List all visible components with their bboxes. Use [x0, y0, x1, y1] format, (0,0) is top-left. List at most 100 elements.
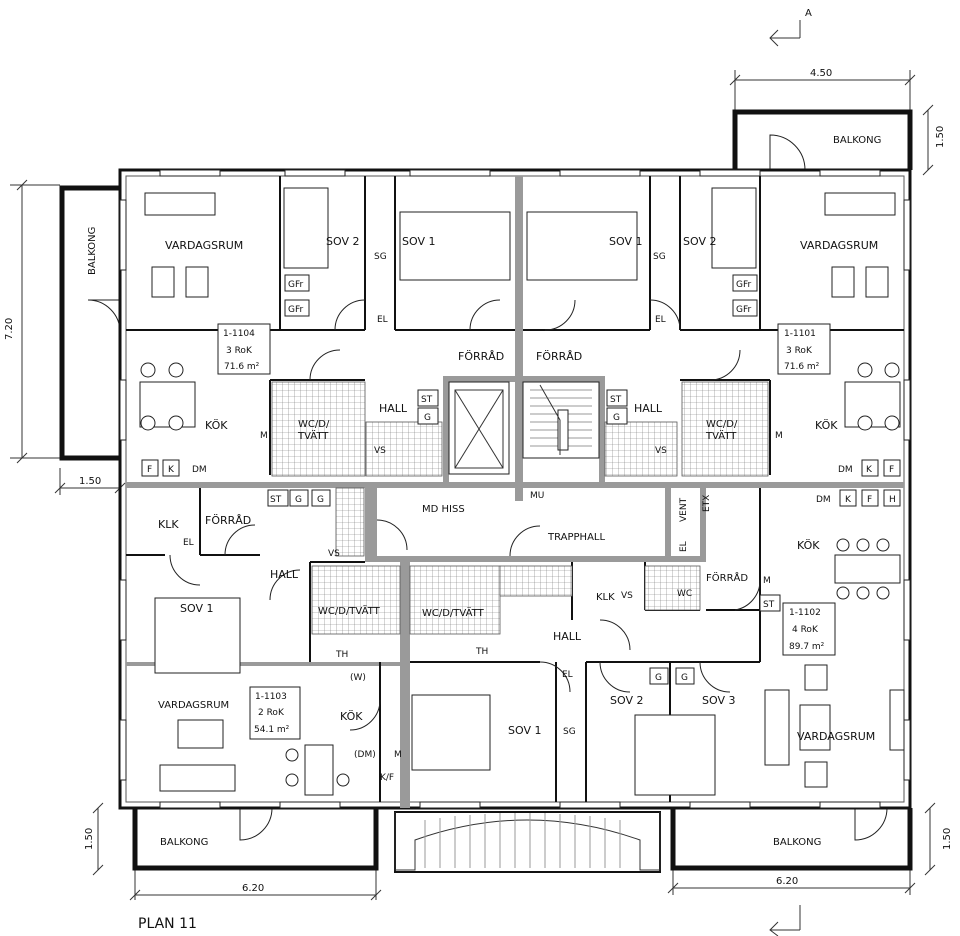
- fixture-labels: SG SG SG EL EL EL EL GFr GFr GFr GFr ST …: [141, 252, 901, 783]
- el-core: EL: [679, 541, 689, 552]
- kf-bl: K/F: [380, 773, 394, 783]
- room-sov1-tl: SOV 1: [402, 235, 435, 248]
- apt-1102-area: 89.7 m²: [789, 642, 825, 652]
- dimension-bottom-left-width: 6.20: [129, 870, 382, 901]
- gfr-tr-1: GFr: [736, 280, 751, 290]
- dimension-bottom-right-height: 1.50: [924, 802, 953, 876]
- elevator: MD HISS: [422, 381, 510, 515]
- vs-tl: VS: [374, 446, 386, 456]
- w-bl: (W): [350, 673, 366, 683]
- m-tl: M: [260, 431, 268, 441]
- dimension-left: 7.20: [4, 179, 60, 464]
- room-kok-tl: KÖK: [205, 419, 228, 432]
- apt-1101-id: 1-1101: [784, 329, 816, 339]
- room-wc-tl-1: WC/D/: [298, 419, 330, 430]
- room-vardagsrum-br: VARDAGSRUM: [797, 730, 875, 743]
- apt-1103-rooms: 2 RoK: [258, 708, 285, 718]
- apt-1101-rooms: 3 RoK: [786, 346, 813, 356]
- dimension-left-depth: 1.50: [54, 468, 126, 495]
- m-br: M: [763, 576, 771, 586]
- k-tl: K: [168, 465, 175, 475]
- dimension-bottom-left-height: 1.50: [84, 802, 104, 876]
- apt-1102-rooms: 4 RoK: [792, 625, 819, 635]
- room-sov1-tr: SOV 1: [609, 235, 642, 248]
- room-sov3-br: SOV 3: [702, 694, 735, 707]
- apt-1101-area: 71.6 m²: [784, 362, 820, 372]
- sg-tr: SG: [653, 252, 666, 262]
- apt-1104-rooms: 3 RoK: [226, 346, 253, 356]
- mu-label: MU: [530, 491, 544, 501]
- dm-tr: DM: [838, 465, 853, 475]
- vs-br: VS: [621, 591, 633, 601]
- room-sov1-bl: SOV 1: [180, 602, 213, 615]
- apt-1103-id: 1-1103: [255, 692, 287, 702]
- room-wc-bc: WC/D/TVÄTT: [422, 606, 485, 619]
- room-labels: VARDAGSRUM VARDAGSRUM VARDAGSRUM VARDAGS…: [158, 235, 878, 743]
- vs-bl: VS: [328, 549, 340, 559]
- gfr-tl-2: GFr: [288, 305, 303, 315]
- room-forrad-r: FÖRRÅD: [536, 350, 582, 363]
- dimension-bottom-right-width: 6.20: [667, 870, 916, 895]
- th-bc: TH: [475, 647, 488, 657]
- room-hall-tl: HALL: [379, 402, 408, 415]
- f-tl: F: [147, 465, 152, 475]
- apartment-1102-box: 1-1102 4 RoK 89.7 m²: [782, 602, 836, 656]
- room-sov2-tr: SOV 2: [683, 235, 716, 248]
- room-sov2-tl: SOV 2: [326, 235, 359, 248]
- room-kok-tr: KÖK: [815, 419, 838, 432]
- dimension-top-right: 1.50: [922, 104, 946, 176]
- f-br: F: [867, 495, 872, 505]
- room-sov1-bc: SOV 1: [508, 724, 541, 737]
- room-forrad-l: FÖRRÅD: [458, 350, 504, 363]
- room-vardagsrum-tr: VARDAGSRUM: [800, 239, 878, 252]
- gfr-tr-2: GFr: [736, 305, 751, 315]
- f-tr: F: [889, 465, 894, 475]
- balcony-left: BALKONG: [59, 185, 121, 461]
- g-br-2: G: [681, 673, 688, 683]
- room-hall-bl: HALL: [270, 568, 299, 581]
- gfr-tl-1: GFr: [288, 280, 303, 290]
- balcony-bottom-right: BALKONG: [670, 807, 913, 871]
- wc-br: WC: [677, 589, 692, 599]
- dim-bottom-left-height: 1.50: [84, 828, 95, 850]
- balcony-bottom-left: BALKONG: [132, 807, 379, 871]
- th-bl: TH: [335, 650, 348, 660]
- external-stair-bottom: [394, 811, 661, 873]
- balcony-top-right: BALKONG: [732, 109, 913, 171]
- el-tl: EL: [377, 315, 388, 325]
- wet-rooms: [271, 381, 769, 635]
- g-bl-2: G: [317, 495, 324, 505]
- apartment-1104-box: 1-1104 3 RoK 71.6 m²: [217, 323, 271, 375]
- room-wc-tr-2: TVÄTT: [705, 429, 737, 442]
- dim-left-height: 7.20: [4, 318, 15, 340]
- apartment-1103-box: 1-1103 2 RoK 54.1 m²: [249, 686, 301, 740]
- apartment-1101-box: 1-1101 3 RoK 71.6 m²: [777, 323, 831, 375]
- sg-tl: SG: [374, 252, 387, 262]
- room-forrad-bl: FÖRRÅD: [205, 514, 251, 527]
- room-wc-bl: WC/D/TVÄTT: [318, 604, 381, 617]
- h-br: H: [889, 495, 896, 505]
- g-tl: G: [424, 413, 431, 423]
- k-br: K: [845, 495, 852, 505]
- dimension-top: 4.50: [729, 68, 916, 110]
- dim-left-depth: 1.50: [79, 476, 101, 487]
- st-br: ST: [763, 600, 775, 610]
- room-kok-br: KÖK: [797, 539, 820, 552]
- apt-1104-id: 1-1104: [223, 329, 255, 339]
- vs-tr: VS: [655, 446, 667, 456]
- room-kok-bl: KÖK: [340, 710, 363, 723]
- building-outline: [118, 168, 912, 810]
- doors: [169, 299, 761, 731]
- m-bl: M: [394, 750, 402, 760]
- el-bl: EL: [183, 538, 194, 548]
- g-bl-1: G: [295, 495, 302, 505]
- section-marker-bottom: [769, 905, 801, 936]
- balcony-top-right-label: BALKONG: [833, 135, 881, 146]
- room-sov2-br: SOV 2: [610, 694, 643, 707]
- room-vardagsrum-tl: VARDAGSRUM: [165, 239, 243, 252]
- section-marker-top: A: [769, 8, 812, 47]
- furniture: [139, 187, 905, 796]
- balcony-bottom-right-label: BALKONG: [773, 837, 821, 848]
- room-hall-bc: HALL: [553, 630, 582, 643]
